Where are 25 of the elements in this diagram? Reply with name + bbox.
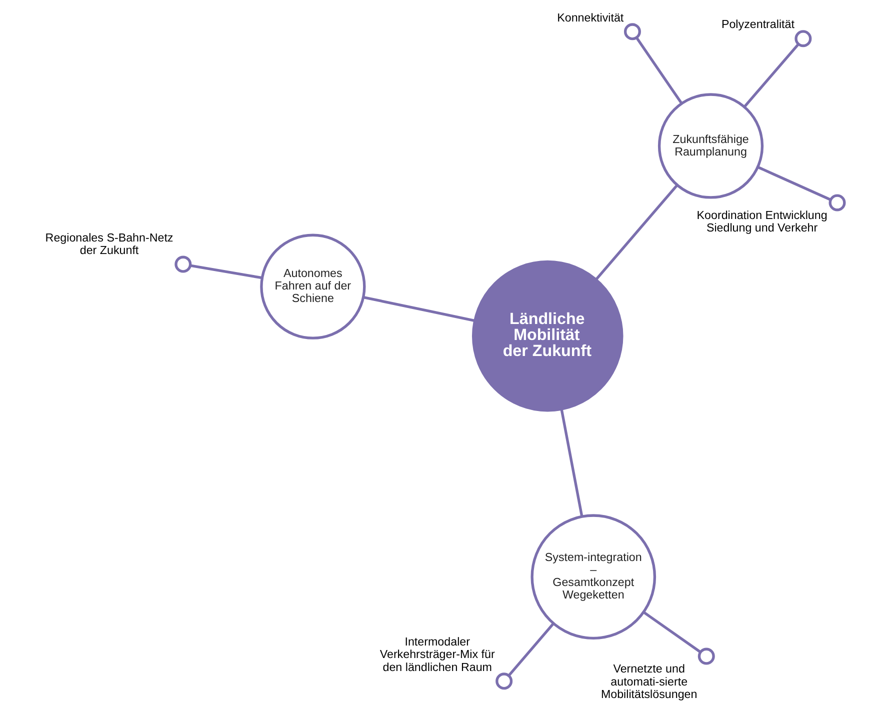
node-circle xyxy=(828,194,846,212)
node-label: Koordination Entwicklung Siedlung und Verkehr xyxy=(696,209,827,235)
node-label: Polyzentralität xyxy=(720,18,794,32)
connector xyxy=(756,166,830,201)
node-circle: Autonomes Fahren auf der Schiene xyxy=(260,234,366,340)
node-circle: Ländliche Mobilität der Zukunft xyxy=(471,260,623,412)
connector xyxy=(594,184,678,280)
connector xyxy=(742,43,799,108)
connector xyxy=(560,409,583,517)
node-circle xyxy=(623,23,640,40)
connector xyxy=(507,622,554,676)
connector xyxy=(635,37,682,104)
connector xyxy=(362,296,474,322)
node-label: Konnektivität xyxy=(556,11,624,24)
node-circle xyxy=(697,648,714,665)
node-circle xyxy=(495,672,512,690)
node-label: Vernetzte und automati-sierte Mobilitätslösungen xyxy=(600,662,697,701)
connector xyxy=(190,264,262,280)
node-circle: System-integration – Gesamtkonzept Wegeketten xyxy=(530,514,656,640)
node-label: Regionales S-Bahn-Netz der Zukunft xyxy=(44,231,173,257)
node-circle: Zukunftsfähige Raumplanung xyxy=(657,93,764,199)
node-label: Intermodaler Verkehrsträger-Mix für den ländlichen Raum xyxy=(379,636,494,674)
connector xyxy=(642,611,701,654)
node-circle xyxy=(794,30,812,48)
node-circle xyxy=(174,256,192,273)
